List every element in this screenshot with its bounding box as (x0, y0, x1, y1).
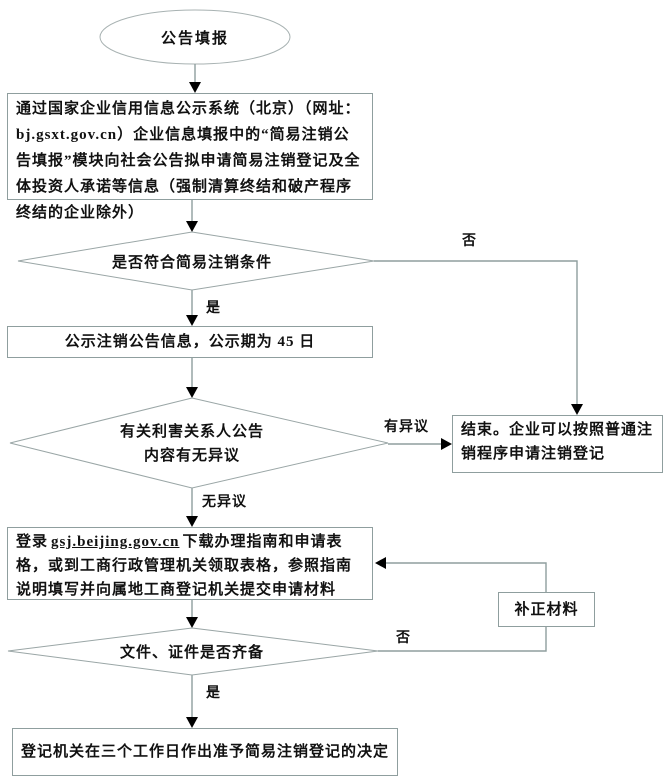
process-announcement-filing-text: 通过国家企业信用信息公示系统（北京）（网址：bj.gsxt.gov.cn）企业信… (16, 101, 361, 221)
process-publicity: 公示注销公告信息，公示期为 45 日 (7, 326, 373, 358)
decision-eligibility-label: 是否符合简易注销条件 (111, 255, 272, 271)
process-supplement-text: 补正材料 (514, 601, 579, 618)
decision-documents-label: 文件、证件是否齐备 (119, 645, 264, 661)
decision-objection-shape (9, 397, 389, 489)
objection-yes-label: 有异议 (382, 416, 431, 436)
process-final-decision-text: 登记机关在三个工作日作出准予简易注销登记的决定 (20, 744, 389, 760)
process-publicity-text: 公示注销公告信息，公示期为 45 日 (64, 334, 316, 350)
start-terminator-label: 公告填报 (160, 31, 229, 47)
process-announcement-filing: 通过国家企业信用信息公示系统（北京）（网址：bj.gsxt.gov.cn）企业信… (7, 93, 373, 221)
decision-documents-shape (7, 627, 379, 676)
documents-yes-label: 是 (204, 682, 223, 702)
decision-objection-line2: 内容有无异议 (143, 448, 240, 464)
process-end-ordinary-text: 结束。企业可以按照普通注销程序申请注销登记 (461, 422, 654, 462)
process-apply-suffix: 下载办理指南和申请表格，或到工商行政管理机关领取表格，参照指南说明填写并向属地工… (16, 534, 353, 598)
eligibility-no-label: 否 (460, 230, 479, 250)
decision-objection-label: 有关利害关系人公告 内容有无异议 (59, 420, 325, 468)
process-end-ordinary: 结束。企业可以按照普通注销程序申请注销登记 (452, 415, 663, 473)
decision-objection-line1: 有关利害关系人公告 (119, 424, 264, 440)
documents-no-label: 否 (394, 627, 413, 647)
process-apply-link: gsj.beijing.gov.cn (51, 534, 180, 550)
decision-diamonds (7, 231, 389, 676)
objection-no-label: 无异议 (200, 491, 249, 511)
eligibility-yes-label: 是 (204, 297, 223, 317)
decision-eligibility-shape (17, 231, 375, 291)
process-supplement: 补正材料 (498, 592, 595, 627)
process-final-decision: 登记机关在三个工作日作出准予简易注销登记的决定 (12, 728, 398, 776)
arrowheads (186, 82, 583, 728)
process-apply-prefix: 登录 (16, 534, 49, 550)
